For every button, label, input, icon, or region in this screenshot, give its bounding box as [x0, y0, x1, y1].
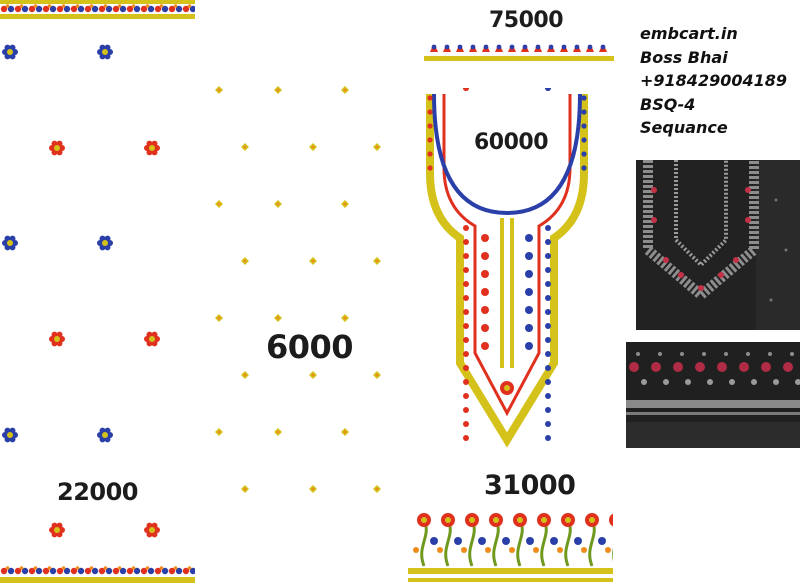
design-code: BSQ-4 [640, 94, 696, 114]
phone-number: +918429004189 [640, 71, 787, 90]
left-bottom-lace [0, 566, 195, 583]
left-top-lace [0, 0, 195, 19]
sample-photo-border [626, 342, 800, 448]
stitch-count-bottom-border: 31000 [484, 470, 576, 501]
small-butta-grid [215, 86, 381, 493]
stitch-count-small-butta: 6000 [266, 328, 354, 366]
neck-design [426, 88, 588, 448]
butta-pattern-left [2, 44, 160, 538]
design-type: Sequance [640, 118, 728, 137]
seller-name: Boss Bhai [640, 47, 728, 67]
sample-photo-suit [636, 160, 800, 330]
bottom-floral-border [408, 513, 613, 582]
seller-info-block: embcart.in Boss Bhai +918429004189 BSQ-4… [640, 22, 800, 140]
stitch-count-all-over-butta: 22000 [57, 478, 139, 506]
stitch-count-top-lace: 75000 [489, 8, 564, 33]
stitch-count-neck: 60000 [474, 130, 549, 155]
website-text: embcart.in [640, 24, 738, 43]
top-lace-design [424, 44, 614, 61]
